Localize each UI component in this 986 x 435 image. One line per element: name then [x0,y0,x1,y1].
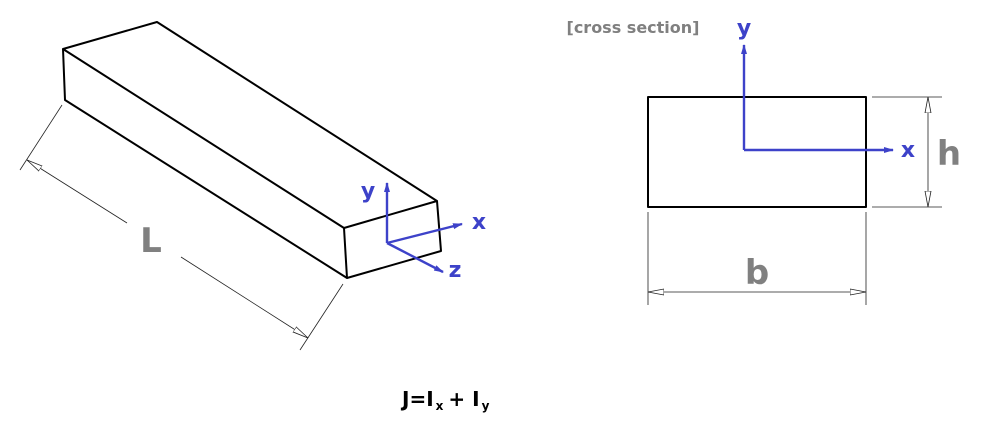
z-axis-label: z [449,258,462,283]
cross-section-rectangle [647,96,867,208]
cs-y-axis-label: y [737,16,751,41]
cross-section-axes: y x [737,16,915,163]
height-label: h [937,134,961,174]
x-axis-arrow [386,222,463,245]
beam-axes: y x z [361,179,486,283]
y-axis-label: y [361,179,375,204]
cross-section-caption: [cross section] [567,18,700,37]
length-label: L [140,221,162,261]
z-axis-arrow [386,241,444,274]
width-label: b [745,253,769,293]
isometric-beam [62,21,442,279]
x-axis-label: x [472,210,486,235]
height-dimension: h [872,96,961,208]
width-dimension: b [647,212,867,305]
length-dimension: L [19,104,344,351]
cs-x-axis-label: x [901,138,915,163]
